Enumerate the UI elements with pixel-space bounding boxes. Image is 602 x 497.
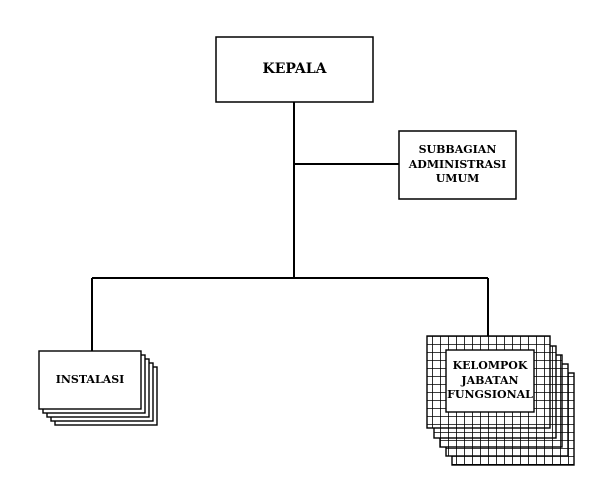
instalasi-label: INSTALASI (39, 351, 141, 409)
instalasi-stack (38, 350, 158, 426)
head-box (215, 36, 374, 103)
connector-lines (91, 102, 489, 352)
admin-label: SUBBAGIAN ADMINISTRASI UMUM (399, 131, 516, 199)
admin-label-line: SUBBAGIAN (418, 142, 497, 156)
admin-label-line: ADMINISTRASI (408, 157, 507, 171)
instalasi-box (38, 350, 142, 410)
fungsional-label-line: KELOMPOK (452, 358, 528, 372)
admin-label-line: UMUM (435, 172, 480, 186)
head-label: KEPALA (216, 37, 373, 102)
fungsional-label: KELOMPOK JABATAN FUNGSIONAL (446, 350, 534, 412)
instalasi-label-text: INSTALASI (55, 372, 125, 386)
head-label-text: KEPALA (262, 61, 327, 78)
admin-box (398, 130, 517, 200)
fungsional-label-box (445, 349, 535, 413)
fungsional-stack (426, 335, 575, 466)
fungsional-label-line: JABATAN (461, 373, 519, 387)
fungsional-label-line: FUNGSIONAL (447, 388, 533, 402)
